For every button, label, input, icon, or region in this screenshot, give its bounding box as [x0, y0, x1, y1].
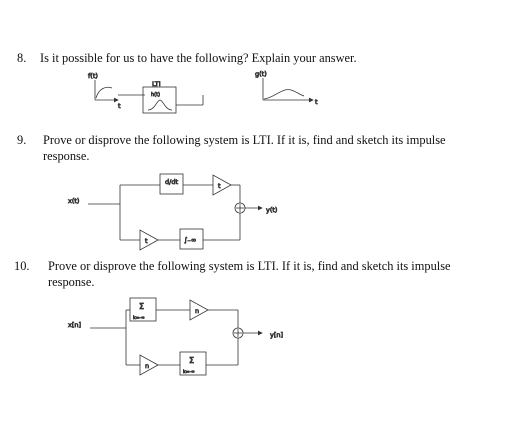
- q9-line2: response.: [43, 149, 90, 163]
- q10-number: 10.: [14, 259, 30, 273]
- q9-output-label: y(t): [266, 206, 277, 214]
- q9-input-label: x(t): [68, 197, 79, 205]
- q8-impulse-curve: [147, 99, 173, 111]
- q10-top-sum-sub: k=-∞: [133, 315, 145, 321]
- q10-top-gain-label: n: [195, 307, 199, 315]
- q9-top-gain: [212, 174, 232, 196]
- q8-lti-box: [142, 86, 177, 114]
- q10-bottom-sum-symbol: Σ: [189, 356, 194, 365]
- q8-diagram: f(t) t LTI h(t) g(t) t: [88, 70, 319, 114]
- q8-input-plot: f(t) t: [88, 72, 122, 111]
- q10-diagram: x[n] Σ k=-∞ n n Σ k=-∞ y[n]: [68, 297, 283, 376]
- q9-diagram: x(t) d/dt t t ∫₋∞ y(t): [68, 173, 278, 251]
- q10-top-gain: [189, 299, 209, 321]
- q9-integrator-block: [179, 228, 204, 250]
- q8-input-label: f(t): [88, 72, 98, 80]
- q10-bottom-gain: [139, 354, 159, 376]
- q10-bottom-sum-block: [179, 351, 207, 376]
- q8-number: 8.: [17, 51, 27, 65]
- q9-bottom-gain-label: t: [145, 237, 148, 245]
- q10-line1: Prove or disprove the following system i…: [48, 259, 451, 273]
- q10-bottom-gain-label: n: [145, 362, 149, 370]
- q8-impulse-label: h(t): [151, 92, 160, 98]
- q10-bottom-sum-sub: k=-∞: [183, 369, 195, 375]
- q10-input-label: x[n]: [68, 321, 81, 329]
- q9-line1: Prove or disprove the following system i…: [43, 133, 446, 147]
- q9-top-gain-label: t: [218, 182, 221, 190]
- q8-output-plot: g(t) t: [255, 70, 319, 107]
- q10-top-sum-block: [129, 297, 157, 322]
- q8-text: Is it possible for us to have the follow…: [40, 51, 357, 65]
- q10-line2: response.: [48, 275, 95, 289]
- q8-output-t: t: [315, 98, 318, 106]
- q8-input-t: t: [118, 102, 121, 110]
- q8-output-label: g(t): [255, 70, 267, 78]
- q9-derivative-block: [159, 173, 184, 195]
- q9-bottom-gain: [139, 229, 159, 251]
- q8-system-label: LTI: [152, 80, 161, 88]
- q10-output-label: y[n]: [270, 331, 283, 339]
- q10-top-sum-symbol: Σ: [139, 302, 144, 311]
- q9-top-block-label: d/dt: [165, 178, 178, 186]
- q9-number: 9.: [17, 133, 27, 147]
- q9-bottom-block-label: ∫₋∞: [184, 236, 196, 244]
